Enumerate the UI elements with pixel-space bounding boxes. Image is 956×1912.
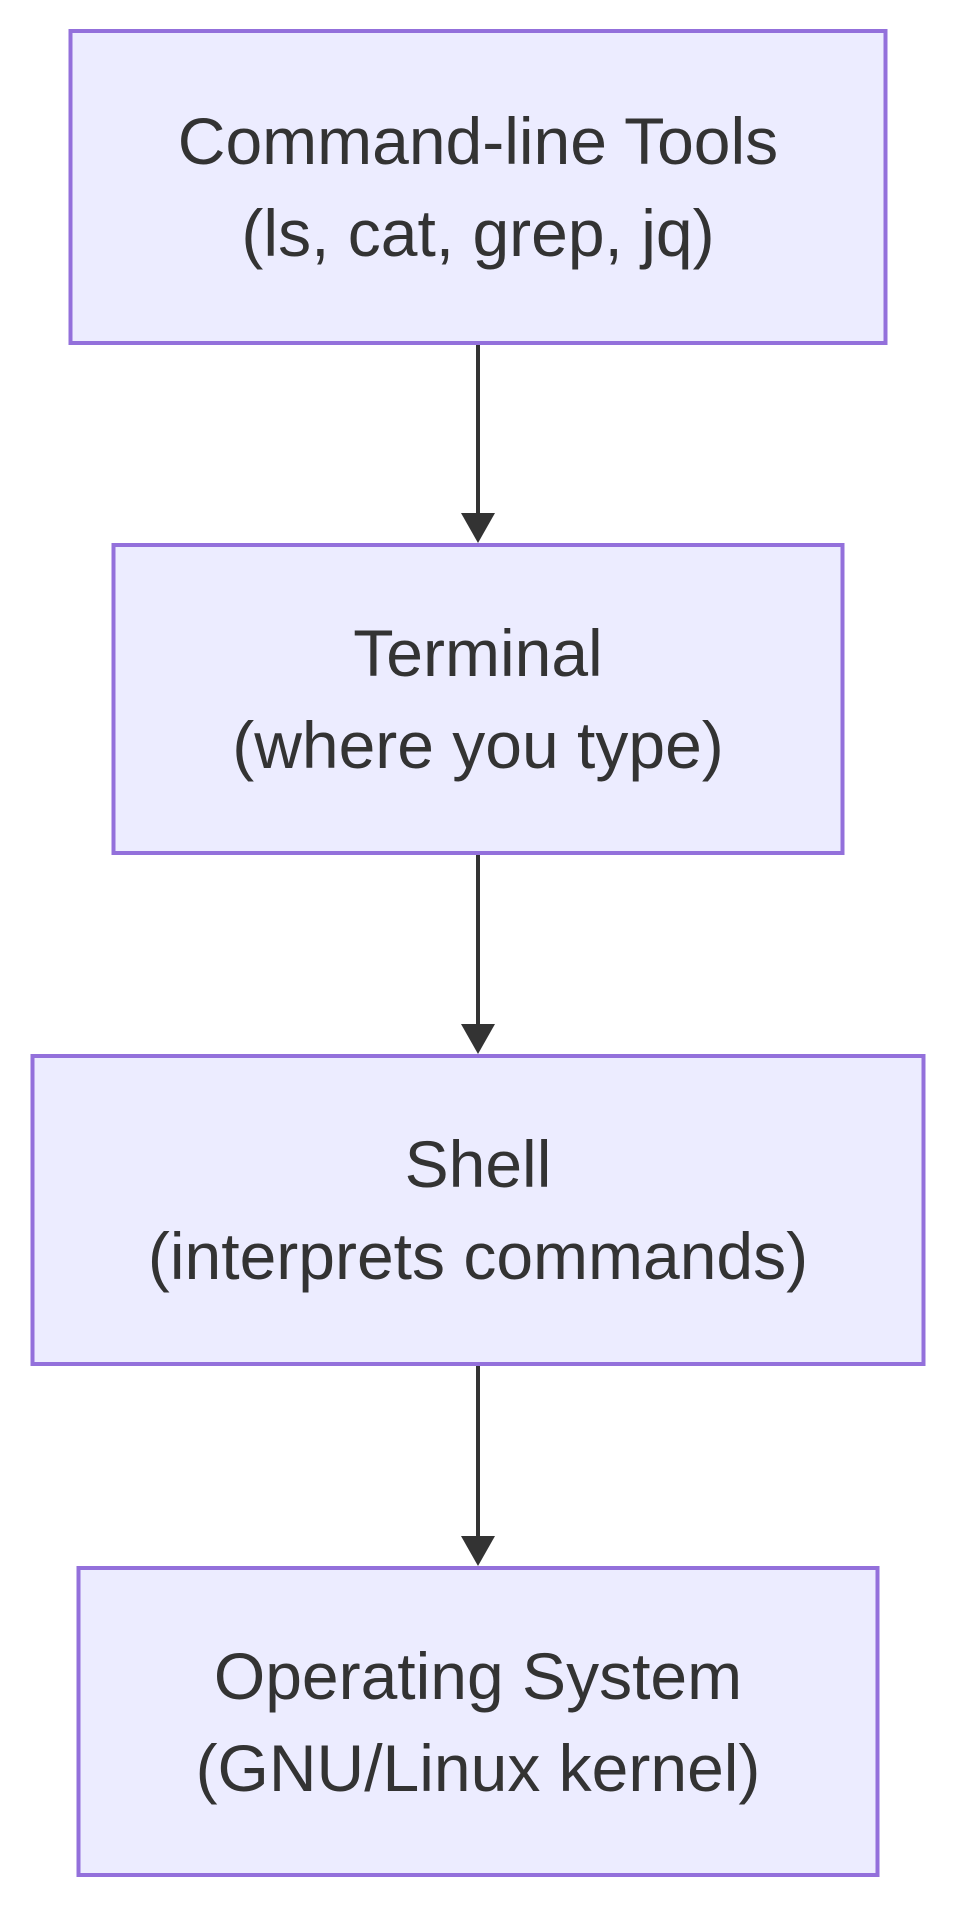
node-subtitle: (GNU/Linux kernel) bbox=[195, 1730, 761, 1805]
node-shell: Shell (interprets commands) bbox=[30, 1054, 926, 1366]
node-subtitle: (interprets commands) bbox=[147, 1219, 809, 1293]
node-subtitle: (where you type) bbox=[232, 708, 724, 782]
arrow-down-icon bbox=[461, 513, 495, 543]
edge-shell-to-os bbox=[461, 1366, 495, 1566]
node-command-line-tools: Command-line Tools (ls, cat, grep, jq) bbox=[68, 29, 888, 345]
node-terminal: Terminal (where you type) bbox=[111, 543, 845, 855]
edge-line bbox=[476, 1366, 480, 1536]
node-operating-system: Operating System (GNU/Linux kernel) bbox=[76, 1566, 880, 1877]
node-title: Operating System bbox=[213, 1638, 743, 1713]
node-title: Shell bbox=[404, 1127, 552, 1201]
edge-tools-to-terminal bbox=[461, 345, 495, 543]
node-subtitle: (ls, cat, grep, jq) bbox=[241, 196, 715, 270]
edge-terminal-to-shell bbox=[461, 855, 495, 1054]
arrow-down-icon bbox=[461, 1536, 495, 1566]
edge-line bbox=[476, 855, 480, 1024]
node-title: Command-line Tools bbox=[177, 104, 779, 178]
node-title: Terminal bbox=[353, 616, 603, 690]
edge-line bbox=[476, 345, 480, 513]
arrow-down-icon bbox=[461, 1024, 495, 1054]
